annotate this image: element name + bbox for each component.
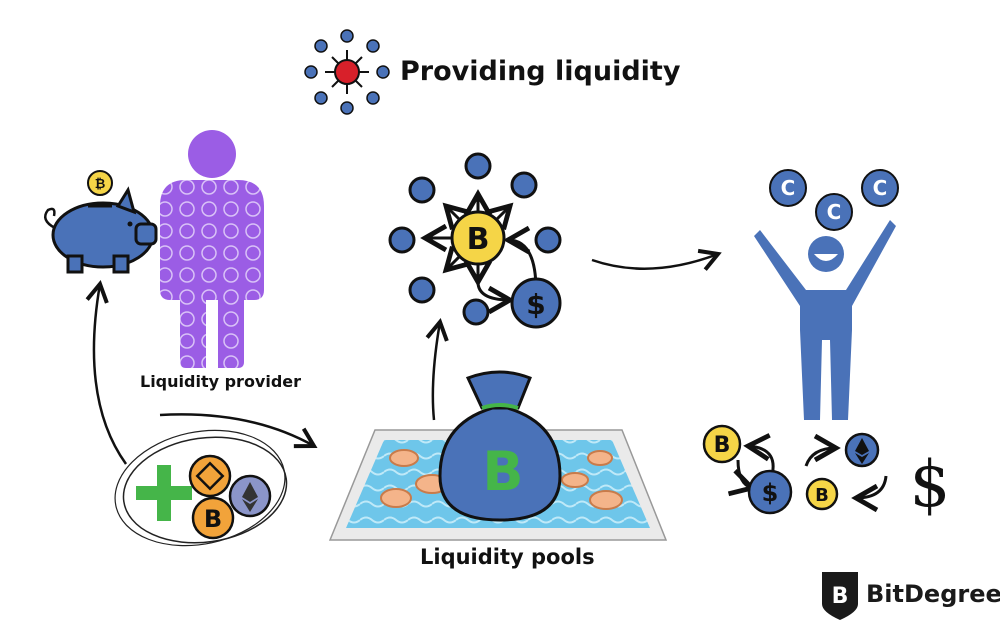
page-title: Providing liquidity bbox=[400, 56, 681, 87]
coin-c-symbol: C bbox=[827, 200, 842, 224]
bitcoin-symbol: B bbox=[482, 440, 523, 503]
bitcoin-symbol: B bbox=[815, 485, 829, 506]
network-exchange-icon: B $ bbox=[388, 152, 562, 329]
piggy-bank-icon: ₿ bbox=[43, 170, 158, 274]
person-icon bbox=[160, 130, 264, 368]
bitcoin-symbol: B bbox=[204, 505, 222, 533]
dollar-sign: $ bbox=[910, 448, 951, 522]
celebrating-person-icon: C C C bbox=[754, 169, 899, 420]
arrow-pool-to-network bbox=[425, 318, 449, 421]
flow-arrows bbox=[85, 248, 722, 465]
brand-name[interactable]: BitDegree bbox=[866, 580, 1000, 608]
token-bundle-icon: B bbox=[114, 429, 288, 547]
dollar-symbol: $ bbox=[526, 288, 545, 321]
pools-label: Liquidity pools bbox=[420, 545, 595, 569]
arrow-tokens-to-pool bbox=[159, 413, 318, 449]
bitcoin-symbol: B bbox=[714, 433, 731, 458]
bitdegree-logo-icon: B bbox=[822, 572, 858, 620]
dollar-symbol: $ bbox=[762, 479, 779, 507]
svg-text:₿: ₿ bbox=[95, 177, 106, 192]
coin-c-symbol: C bbox=[873, 176, 888, 200]
arrow-to-earner bbox=[591, 248, 722, 271]
arrow-tokens-to-piggy bbox=[85, 280, 128, 465]
coin-c-symbol: C bbox=[781, 176, 796, 200]
exchange-icon: B $ B $ bbox=[702, 424, 951, 522]
pool-icon: B bbox=[328, 370, 668, 541]
provider-label: Liquidity provider bbox=[140, 372, 302, 391]
bitcoin-symbol: B bbox=[467, 222, 490, 257]
network-icon bbox=[304, 29, 390, 115]
logo-letter: B bbox=[832, 584, 849, 609]
